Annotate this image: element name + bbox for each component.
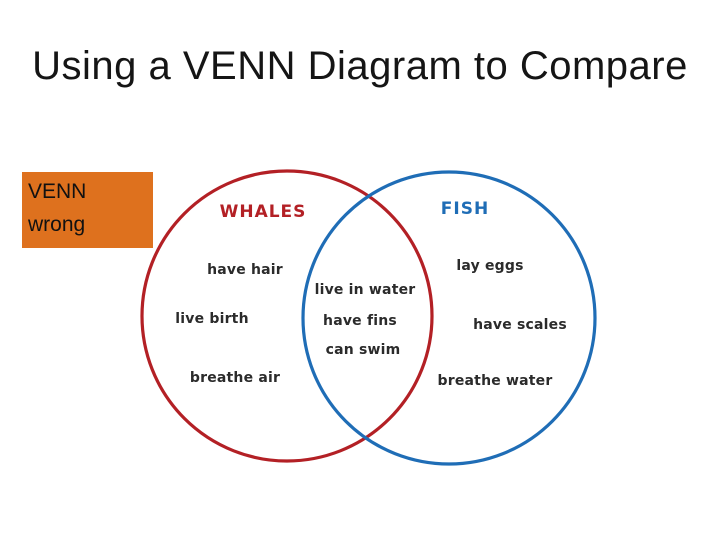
fish-circle (301, 170, 597, 466)
fish-item-have-scales: have scales (473, 317, 567, 333)
whales-set-label: WHALES (219, 202, 307, 222)
fish-set-label: FISH (440, 199, 490, 219)
whales-item-have-hair: have hair (207, 262, 283, 278)
note-line-1: VENN (28, 180, 87, 203)
whales-item-live-birth: live birth (175, 311, 249, 327)
fish-item-lay-eggs: lay eggs (456, 258, 524, 274)
whales-circle (140, 169, 434, 463)
shared-item-can-swim: can swim (325, 342, 401, 358)
fish-item-breathe-water: breathe water (437, 373, 553, 389)
venn-wrong-note-box: VENN wrong (22, 172, 153, 248)
shared-item-have-fins: have fins (323, 313, 397, 329)
whales-item-breathe-air: breathe air (189, 370, 281, 386)
page-title: Using a VENN Diagram to Compare (32, 44, 688, 88)
note-line-2: wrong (28, 213, 86, 236)
shared-item-live-in-water: live in water (314, 282, 416, 298)
